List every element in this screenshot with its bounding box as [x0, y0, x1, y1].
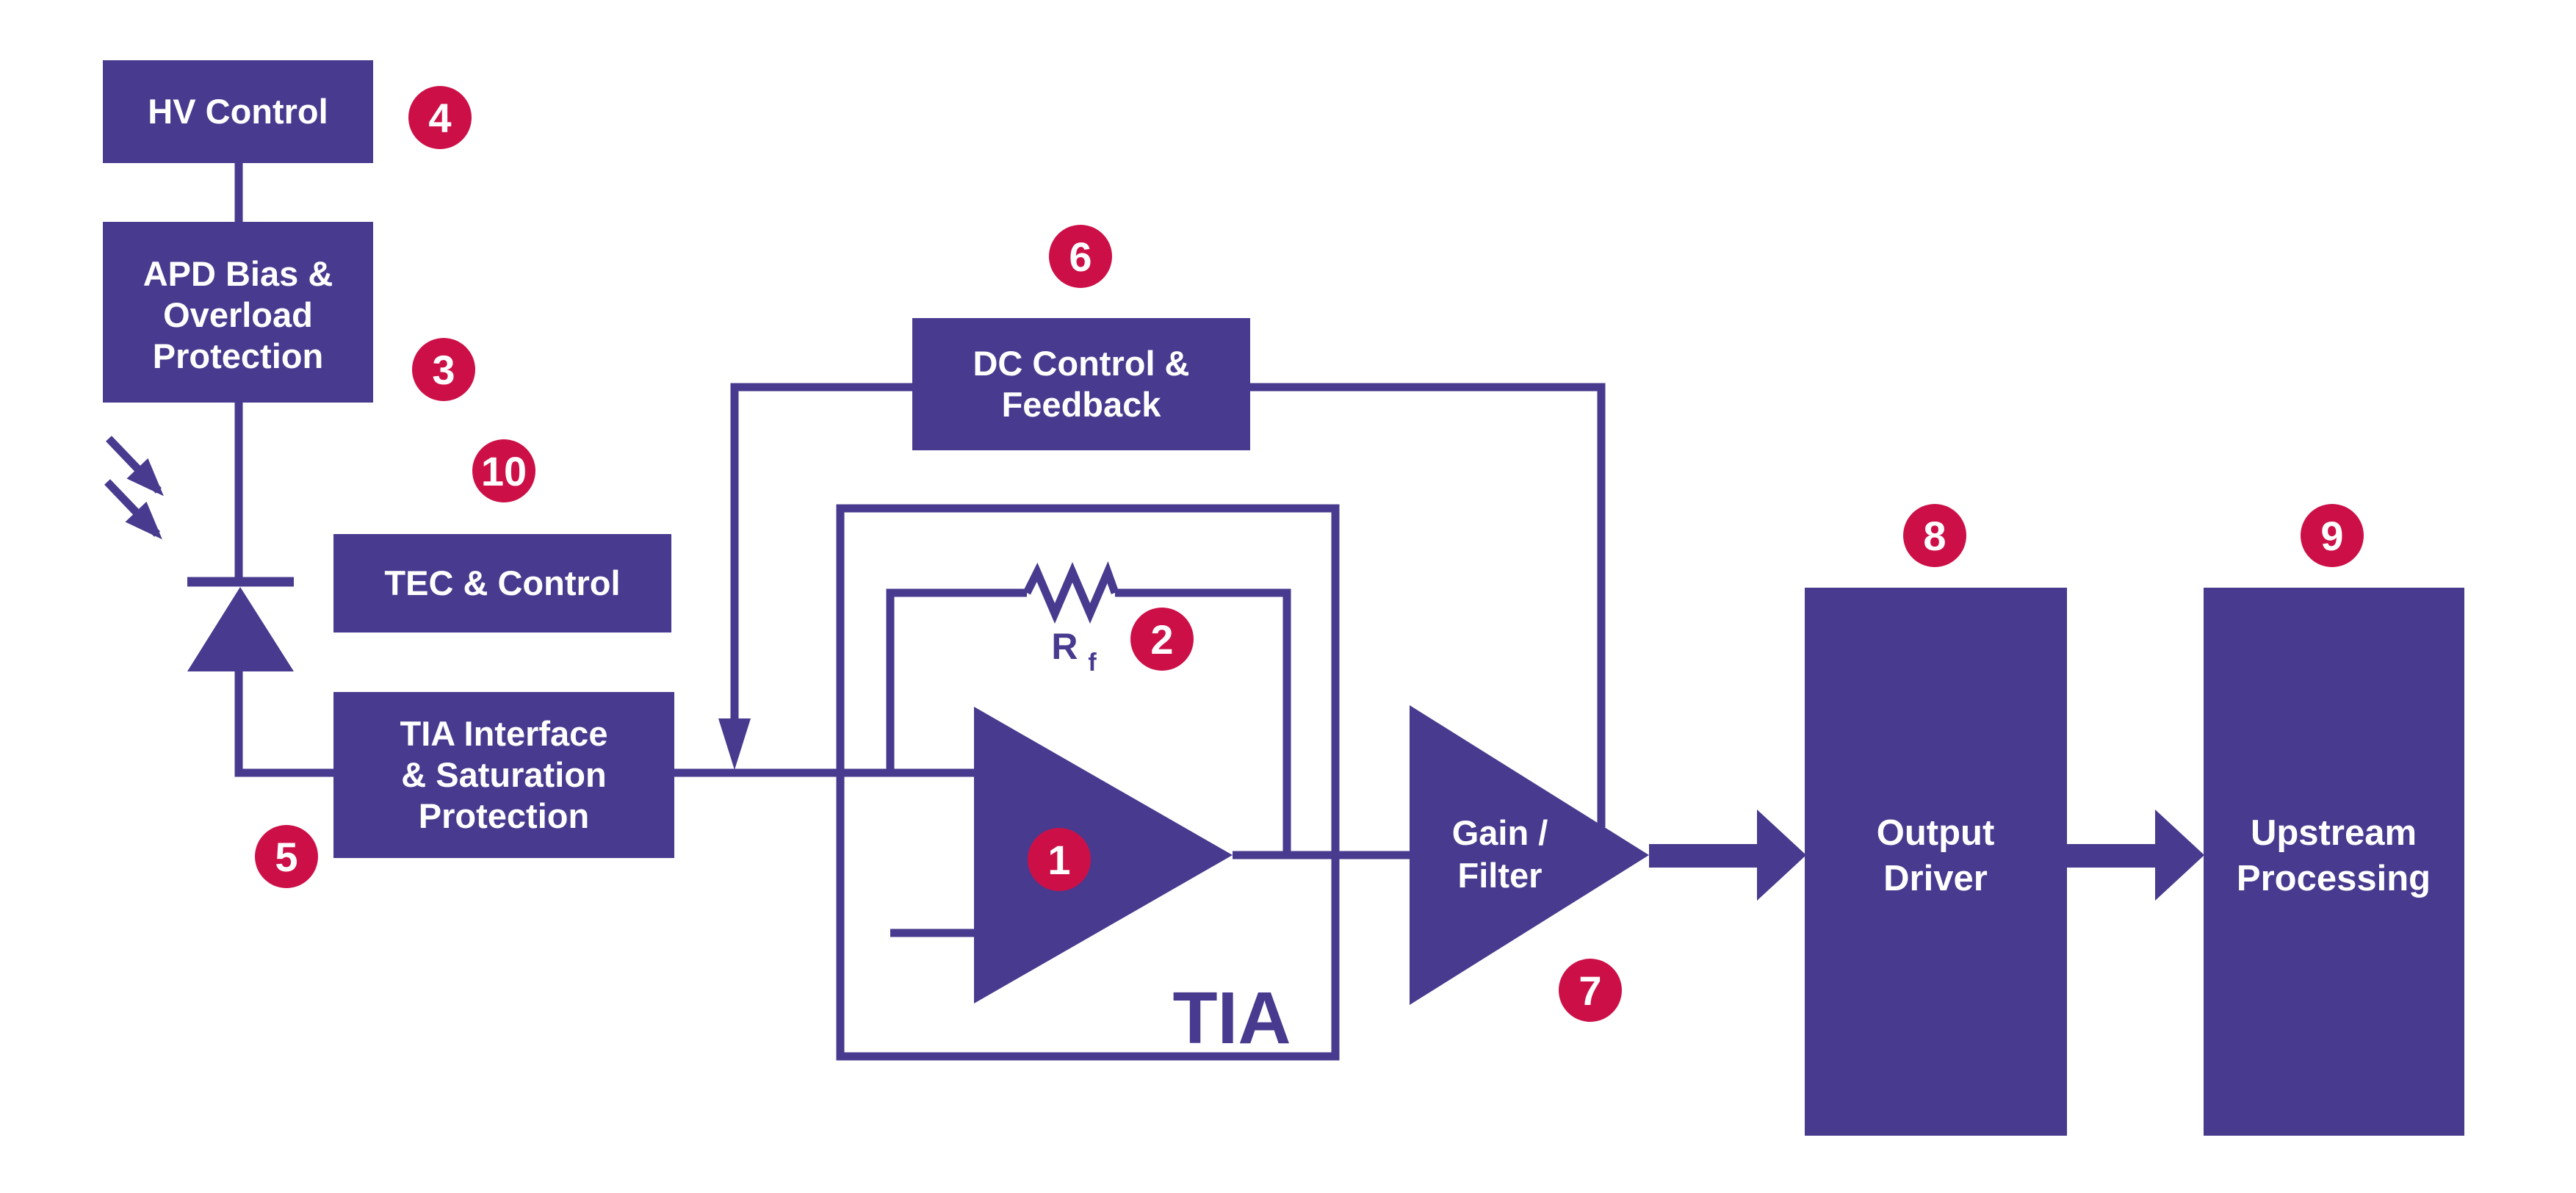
- block-tia-interface: TIA Interface & Saturation Protection: [333, 692, 674, 858]
- badge-7: 7: [1559, 959, 1622, 1022]
- tia-interface-label-line3: Protection: [419, 796, 589, 835]
- badge-8: 8: [1903, 504, 1966, 567]
- incident-light-arrows-icon: [104, 436, 164, 540]
- block-output-driver: Output Driver: [1805, 588, 2067, 1136]
- tia-interface-label-line1: TIA Interface: [400, 714, 608, 753]
- badge-5: 5: [255, 825, 318, 888]
- badge-1: 1: [1028, 828, 1091, 891]
- dc-control-label-line1: DC Control &: [973, 344, 1189, 383]
- badge-6-circle: [1049, 225, 1112, 288]
- feedback-resistor-label: R f: [1051, 626, 1097, 677]
- badge-6: 6: [1049, 225, 1112, 288]
- block-upstream-processing: Upstream Processing: [2204, 588, 2464, 1136]
- gain-filter-label-line1: Gain /: [1452, 813, 1548, 852]
- gain-filter-triangle-icon: [1410, 705, 1649, 1005]
- badge-3-number: 3: [432, 347, 455, 393]
- badge-10: 10: [472, 439, 535, 502]
- tia-boundary-box: [836, 504, 1340, 1061]
- badge-2-circle: [1130, 608, 1194, 671]
- wire-photodiode-to-tia-interface: [234, 668, 335, 777]
- photodiode-triangle: [187, 587, 294, 671]
- output-driver-label-line2: Driver: [1883, 859, 1988, 898]
- badge-2-number: 2: [1150, 616, 1173, 663]
- apd-bias-label-line2: Overload: [163, 295, 313, 334]
- upstream-processing-label-line1: Upstream: [2251, 813, 2417, 853]
- photodiode-icon: [187, 577, 294, 671]
- tec-control-label: TEC & Control: [384, 563, 620, 602]
- block-dc-control: DC Control & Feedback: [912, 318, 1250, 450]
- block-apd-bias: APD Bias & Overload Protection: [103, 222, 373, 403]
- down-arrowhead-icon: [718, 718, 751, 770]
- signal-arrow-gain-to-output-icon: [1649, 810, 1806, 901]
- tia-interface-box: [333, 692, 674, 858]
- badge-5-circle: [255, 825, 318, 888]
- badge-6-number: 6: [1069, 234, 1092, 280]
- badge-7-circle: [1559, 959, 1622, 1022]
- badge-3-circle: [412, 338, 475, 401]
- apd-bias-label-line1: APD Bias &: [143, 254, 333, 293]
- badge-3: 3: [412, 338, 475, 401]
- tia-boundary-label: TIA: [1172, 977, 1291, 1059]
- badge-4-number: 4: [428, 95, 451, 141]
- badge-8-number: 8: [1923, 513, 1946, 559]
- feedback-resistor-icon: [1023, 561, 1119, 624]
- badge-1-circle: [1028, 828, 1091, 891]
- tia-interface-label-line2: & Saturation: [401, 755, 606, 794]
- gain-filter-label-line2: Filter: [1458, 856, 1543, 895]
- light-arrow-icon: [104, 479, 162, 540]
- wire-feedback-right: [1115, 588, 1291, 852]
- wire-feedback-left: [886, 588, 1027, 773]
- badge-9-number: 9: [2320, 513, 2343, 559]
- block-tec-control: TEC & Control: [333, 534, 671, 632]
- badge-10-number: 10: [481, 448, 527, 494]
- tec-control-box: [333, 534, 671, 632]
- badge-8-circle: [1903, 504, 1966, 567]
- hv-control-box: [103, 60, 373, 163]
- block-gain-filter: Gain / Filter: [1410, 705, 1649, 1005]
- signal-arrow-output-to-upstream-icon: [2067, 810, 2204, 901]
- output-driver-label-line1: Output: [1877, 813, 1995, 853]
- badge-5-number: 5: [275, 834, 297, 880]
- hv-control-label: HV Control: [148, 92, 328, 131]
- upstream-processing-box: [2204, 588, 2464, 1136]
- light-arrow-icon: [106, 436, 164, 497]
- opamp-triangle-icon: [974, 707, 1233, 1003]
- wire-dc-control-to-input-node: [730, 383, 912, 721]
- badge-9: 9: [2301, 504, 2364, 567]
- output-driver-box: [1805, 588, 2067, 1136]
- badge-4-circle: [408, 86, 472, 149]
- badge-2: 2: [1130, 608, 1194, 671]
- badge-9-circle: [2301, 504, 2364, 567]
- upstream-processing-label-line2: Processing: [2237, 859, 2431, 898]
- badge-7-number: 7: [1579, 967, 1601, 1014]
- apd-bias-label-line3: Protection: [153, 336, 323, 375]
- rf-symbol: R: [1051, 626, 1078, 667]
- badge-10-circle: [472, 439, 535, 502]
- dc-control-label-line2: Feedback: [1002, 385, 1162, 424]
- dc-control-box: [912, 318, 1250, 450]
- wire-dc-control-to-gain-filter: [1250, 383, 1606, 827]
- rf-subscript: f: [1088, 649, 1097, 677]
- block-hv-control: HV Control: [103, 60, 373, 163]
- badge-1-number: 1: [1047, 837, 1070, 883]
- apd-bias-box: [103, 222, 373, 403]
- badge-4: 4: [408, 86, 472, 149]
